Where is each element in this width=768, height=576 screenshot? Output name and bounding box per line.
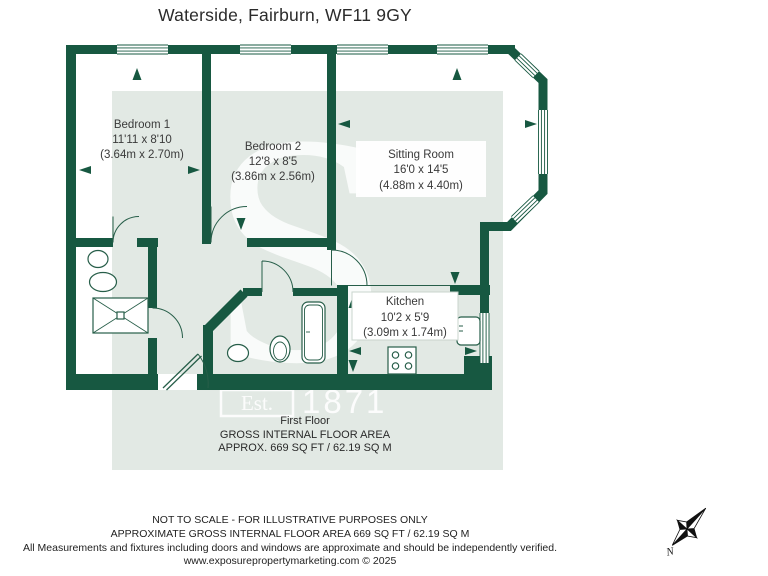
footer-disclaimer: NOT TO SCALE - FOR ILLUSTRATIVE PURPOSES… <box>0 514 580 569</box>
svg-text:(3.86m x 2.56m): (3.86m x 2.56m) <box>231 171 315 183</box>
entrance-door-leaf <box>162 353 202 391</box>
window-bed2b <box>337 44 388 55</box>
label-bedroom2: Bedroom 2 12'8 x 8'5 (3.86m x 2.56m) <box>231 141 315 183</box>
arrow-kitchen-left <box>349 347 361 355</box>
shower-room-sink <box>87 249 109 269</box>
sitting-room-label-box <box>356 141 486 197</box>
kitchen-sink <box>456 316 481 346</box>
floor-area-block: First Floor GROSS INTERNAL FLOOR AREA AP… <box>105 415 505 456</box>
window-bay-east <box>538 110 548 174</box>
wall-shower-right-lower <box>148 338 157 374</box>
wall-kitchen-left <box>337 285 348 374</box>
wall-bath-top-left <box>243 288 262 296</box>
wall-bed2-bottom <box>247 238 336 247</box>
shower-tray <box>92 297 149 334</box>
footer-line-1: NOT TO SCALE - FOR ILLUSTRATIVE PURPOSES… <box>152 514 428 526</box>
svg-text:(3.09m x 1.74m): (3.09m x 1.74m) <box>363 327 447 339</box>
est-label: Est. <box>241 391 273 415</box>
entrance-door <box>158 353 209 391</box>
wall-bed1-bottom-right <box>137 238 158 247</box>
wall-hall-right <box>203 325 213 374</box>
wall-left <box>66 45 76 390</box>
door-bath <box>261 260 294 293</box>
label-bedroom1: Bedroom 1 11'11 x 8'10 (3.64m x 2.70m) <box>100 119 184 161</box>
arrow-sitting-up <box>452 68 462 80</box>
door-kitchen <box>331 249 450 286</box>
svg-text:Kitchen: Kitchen <box>386 296 424 308</box>
brand-letter-watermark: S <box>208 67 392 432</box>
kitchen-hob <box>387 346 417 375</box>
arrow-hall-down <box>236 218 246 230</box>
window-bed1 <box>117 44 168 55</box>
arrow-kitchen-down <box>450 272 460 284</box>
wall-bath-chamfer <box>204 289 248 333</box>
svg-text:11'11 x 8'10: 11'11 x 8'10 <box>112 134 172 146</box>
svg-text:16'0 x 14'5: 16'0 x 14'5 <box>394 164 449 176</box>
page-title: Waterside, Fairburn, WF11 9GY <box>158 5 412 25</box>
door-bed1 <box>112 216 140 243</box>
svg-text:Bedroom 2: Bedroom 2 <box>245 141 301 153</box>
svg-text:Sitting Room: Sitting Room <box>388 149 454 161</box>
svg-text:10'2 x 5'9: 10'2 x 5'9 <box>381 312 430 324</box>
window-bed2a <box>240 44 291 55</box>
footer-line-2: APPROXIMATE GROSS INTERNAL FLOOR AREA 66… <box>110 527 470 540</box>
svg-text:Bedroom 1: Bedroom 1 <box>114 119 170 131</box>
fixtures <box>87 249 481 375</box>
arrow-kitchen-bottom <box>348 360 358 372</box>
doors <box>112 206 450 339</box>
wall-bath-top-right <box>293 288 337 296</box>
bathtub <box>301 301 326 364</box>
wall-bed1-bed2-divider <box>202 54 211 244</box>
bathroom-sink <box>226 343 250 363</box>
windows <box>117 44 548 363</box>
wall-bed2-sitting-divider <box>327 54 336 250</box>
door-bed2 <box>210 206 248 243</box>
window-kitchen-east <box>479 313 490 363</box>
svg-text:12'8 x 8'5: 12'8 x 8'5 <box>249 156 298 168</box>
footer-line-3: All Measurements and fixtures including … <box>22 541 558 554</box>
arrow-kitchen-right <box>465 347 477 355</box>
compass-rose: N <box>664 507 707 559</box>
door-shower <box>152 307 183 339</box>
arrow-bed1-up <box>132 68 142 80</box>
arrow-bed1-right <box>188 166 200 174</box>
floor-label: First Floor <box>280 415 330 427</box>
area-value: APPROX. 669 SQ FT / 62.19 SQ M <box>218 442 392 454</box>
arrow-bed1-left <box>79 166 91 174</box>
wall-shower-right-upper <box>148 247 157 308</box>
label-sitting-room: Sitting Room 16'0 x 14'5 (4.88m x 4.40m) <box>379 149 463 192</box>
compass-north-label: N <box>664 545 675 559</box>
wall-kitchen-top <box>450 285 490 295</box>
arrow-sitting-right <box>525 120 537 128</box>
svg-text:(3.64m x 2.70m): (3.64m x 2.70m) <box>100 149 184 161</box>
wall-bottom <box>66 374 478 390</box>
area-label: GROSS INTERNAL FLOOR AREA <box>219 428 391 441</box>
window-bay-se <box>510 195 540 224</box>
shower-room-toilet <box>88 271 118 293</box>
label-kitchen: Kitchen 10'2 x 5'9 (3.09m x 1.74m) <box>363 296 447 339</box>
wall-bed1-bottom-left <box>66 238 113 247</box>
window-sitting-top <box>437 44 488 55</box>
window-bay-ne <box>514 53 540 78</box>
kitchen-label-box <box>351 291 459 341</box>
entrance-door-arc <box>197 353 209 389</box>
arrow-sitting-left <box>338 120 350 128</box>
bathroom-toilet <box>269 335 291 363</box>
svg-text:(4.88m x 4.40m): (4.88m x 4.40m) <box>379 180 463 192</box>
room-labels: Bedroom 1 11'11 x 8'10 (3.64m x 2.70m) B… <box>100 119 463 339</box>
footer-line-4: www.exposurepropertymarketing.com © 2025 <box>183 555 397 568</box>
